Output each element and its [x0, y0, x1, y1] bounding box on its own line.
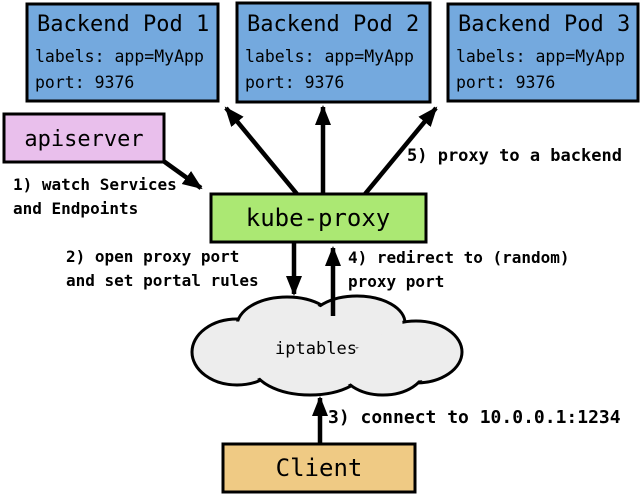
cloud-bump-fill	[343, 343, 423, 393]
note-step4-line2: proxy port	[348, 272, 444, 291]
backend-pod-3-labels: labels: app=MyApp	[456, 47, 625, 66]
backend-pod-1-rect	[25, 2, 220, 103]
cloud-bump-fill	[254, 335, 366, 393]
backend-pod-3-box: Backend Pod 3 labels: app=MyApp port: 93…	[446, 2, 640, 103]
backend-pod-2-labels: labels: app=MyApp	[245, 47, 414, 66]
apiserver-rect	[2, 112, 166, 164]
backend-pod-2-port: port: 9376	[245, 73, 344, 92]
note-step3: 3) connect to 10.0.0.1:1234	[328, 407, 621, 428]
apiserver-label: apiserver	[24, 127, 143, 152]
arrow-apiserver-to-kubeproxy	[160, 158, 203, 190]
kube-proxy-rect	[209, 192, 428, 244]
backend-pod-2-box: Backend Pod 2 labels: app=MyApp port: 93…	[235, 1, 432, 104]
iptables-cloud: iptables	[190, 294, 464, 397]
arrow-kubeproxy-to-pod1	[224, 106, 299, 196]
kube-proxy-label: kube-proxy	[246, 204, 391, 232]
note-step1-line1: 1) watch Services	[13, 175, 177, 194]
note-step2-line2: and set portal rules	[66, 271, 259, 290]
note-step4-line1: 4) redirect to (random)	[348, 248, 570, 267]
note-step5: 5) proxy to a backend	[407, 146, 622, 166]
step-annotations: 1) watch Services and Endpoints 2) open …	[13, 146, 622, 428]
client-box: Client	[221, 442, 417, 494]
note-step2-line1: 2) open proxy port	[66, 247, 239, 266]
apiserver-box: apiserver	[2, 112, 166, 164]
backend-pod-2-title: Backend Pod 2	[247, 12, 419, 37]
backend-pod-3-port: port: 9376	[456, 73, 555, 92]
iptables-label: iptables	[275, 339, 357, 359]
backend-pod-1-labels: labels: app=MyApp	[35, 47, 204, 66]
backend-pod-1-box: Backend Pod 1 labels: app=MyApp port: 93…	[25, 2, 220, 103]
backend-pod-1-title: Backend Pod 1	[37, 12, 209, 37]
note-step1-line2: and Endpoints	[13, 199, 138, 218]
arrow-kubeproxy-to-pod3	[363, 106, 438, 196]
client-rect	[221, 442, 417, 494]
client-label: Client	[276, 454, 363, 482]
backend-pod-2-rect	[235, 1, 432, 104]
backend-pod-3-rect	[446, 2, 640, 103]
backend-pod-1-port: port: 9376	[35, 73, 134, 92]
arrows	[160, 105, 438, 443]
kube-proxy-box: kube-proxy	[209, 192, 428, 244]
backend-pod-3-title: Backend Pod 3	[458, 12, 630, 37]
